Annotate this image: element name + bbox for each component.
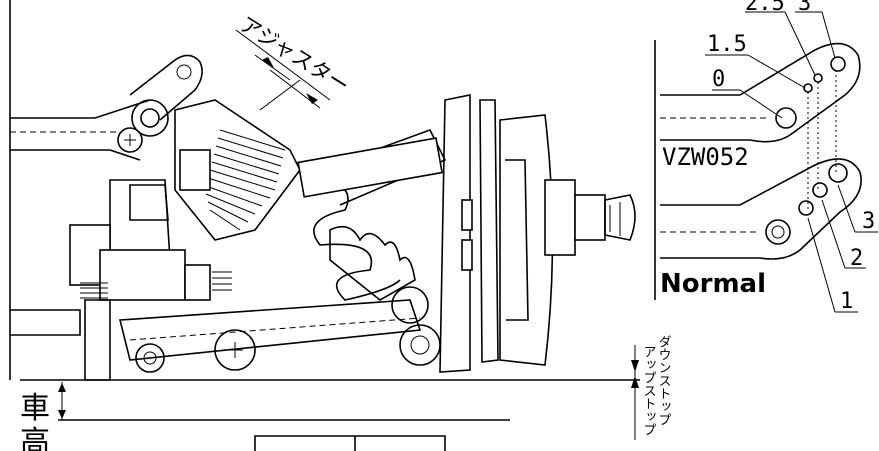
stop-indicator: [631, 345, 639, 440]
pos-top-3: 3: [798, 0, 811, 16]
pos-top-0: 0: [712, 67, 725, 92]
vzw052-bracket: [654, 40, 861, 300]
model-label: VZW052: [662, 143, 749, 171]
hub-upright: [439, 94, 636, 373]
adjuster-label: アジャスター: [235, 12, 353, 98]
up-stop-label: アップストップ: [641, 345, 656, 436]
down-stop-label: ダウンストップ: [656, 335, 671, 426]
top-position-leaders: [705, 11, 836, 119]
suspension-mount: [69, 179, 232, 381]
upper-arm: [10, 54, 203, 161]
car-height-label-1: 車: [20, 391, 50, 426]
pos-top-2-5: 2.5: [745, 0, 785, 16]
pos-normal-3: 3: [862, 209, 875, 234]
lower-arm: [10, 299, 640, 381]
shock-absorber: [131, 99, 447, 324]
car-height-label-2: 高: [20, 425, 50, 451]
normal-label: Normal: [660, 269, 766, 299]
pos-normal-2: 2: [850, 246, 863, 271]
ride-height-indicator: [58, 382, 510, 451]
normal-bracket: [660, 158, 878, 313]
pos-normal-1: 1: [840, 289, 853, 314]
pos-top-1-5: 1.5: [707, 32, 747, 57]
adjuster-callout: [235, 29, 331, 111]
